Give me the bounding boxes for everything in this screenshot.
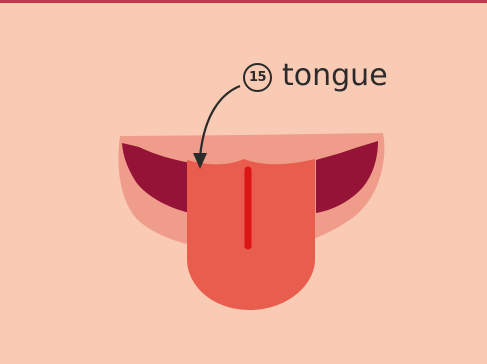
- callout-label: tongue: [282, 61, 388, 91]
- callout-number-badge: 15: [243, 63, 272, 92]
- callout: 15 tongue: [243, 62, 388, 92]
